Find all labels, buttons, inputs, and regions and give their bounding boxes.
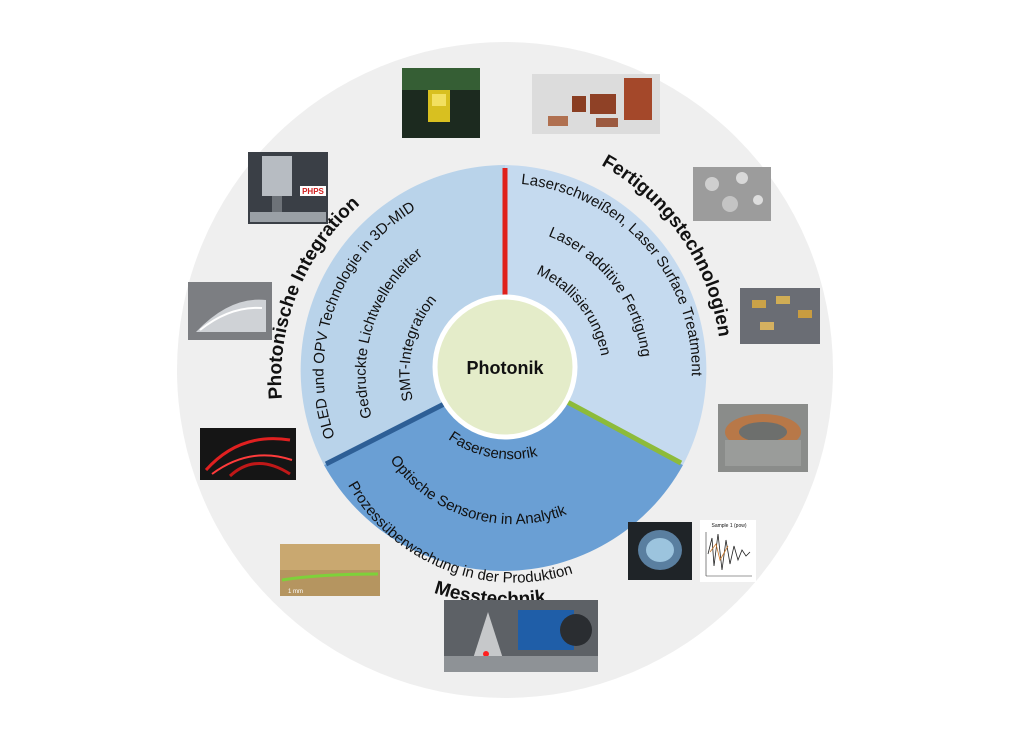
photo-waveguide-sem [188,282,272,340]
photo-3d-printed-parts [532,74,660,134]
photo-analysis-screen [628,522,692,580]
photo-smd-components [740,288,820,344]
photo-fiber-layer: 1 mm [280,544,380,596]
divider-right-green [558,395,683,466]
photo-sensor-camera [444,600,598,672]
photo-oled-part [402,68,480,138]
center-circle [432,294,578,440]
photo-coil-assembly [718,404,808,472]
photo-signal-graph: Sample 1 (pow) [700,520,756,582]
svg-text:PHPS: PHPS [302,187,324,196]
graph-title: Sample 1 (pow) [711,523,746,529]
divider-left-blue [324,399,450,467]
photo-red-light-fiber [200,428,296,480]
center-label: Photonik [467,358,545,378]
fiber-scale-label: 1 mm [288,589,303,595]
photo-printing-machine: PHPS [248,152,328,224]
photo-sem-surface [693,167,771,221]
